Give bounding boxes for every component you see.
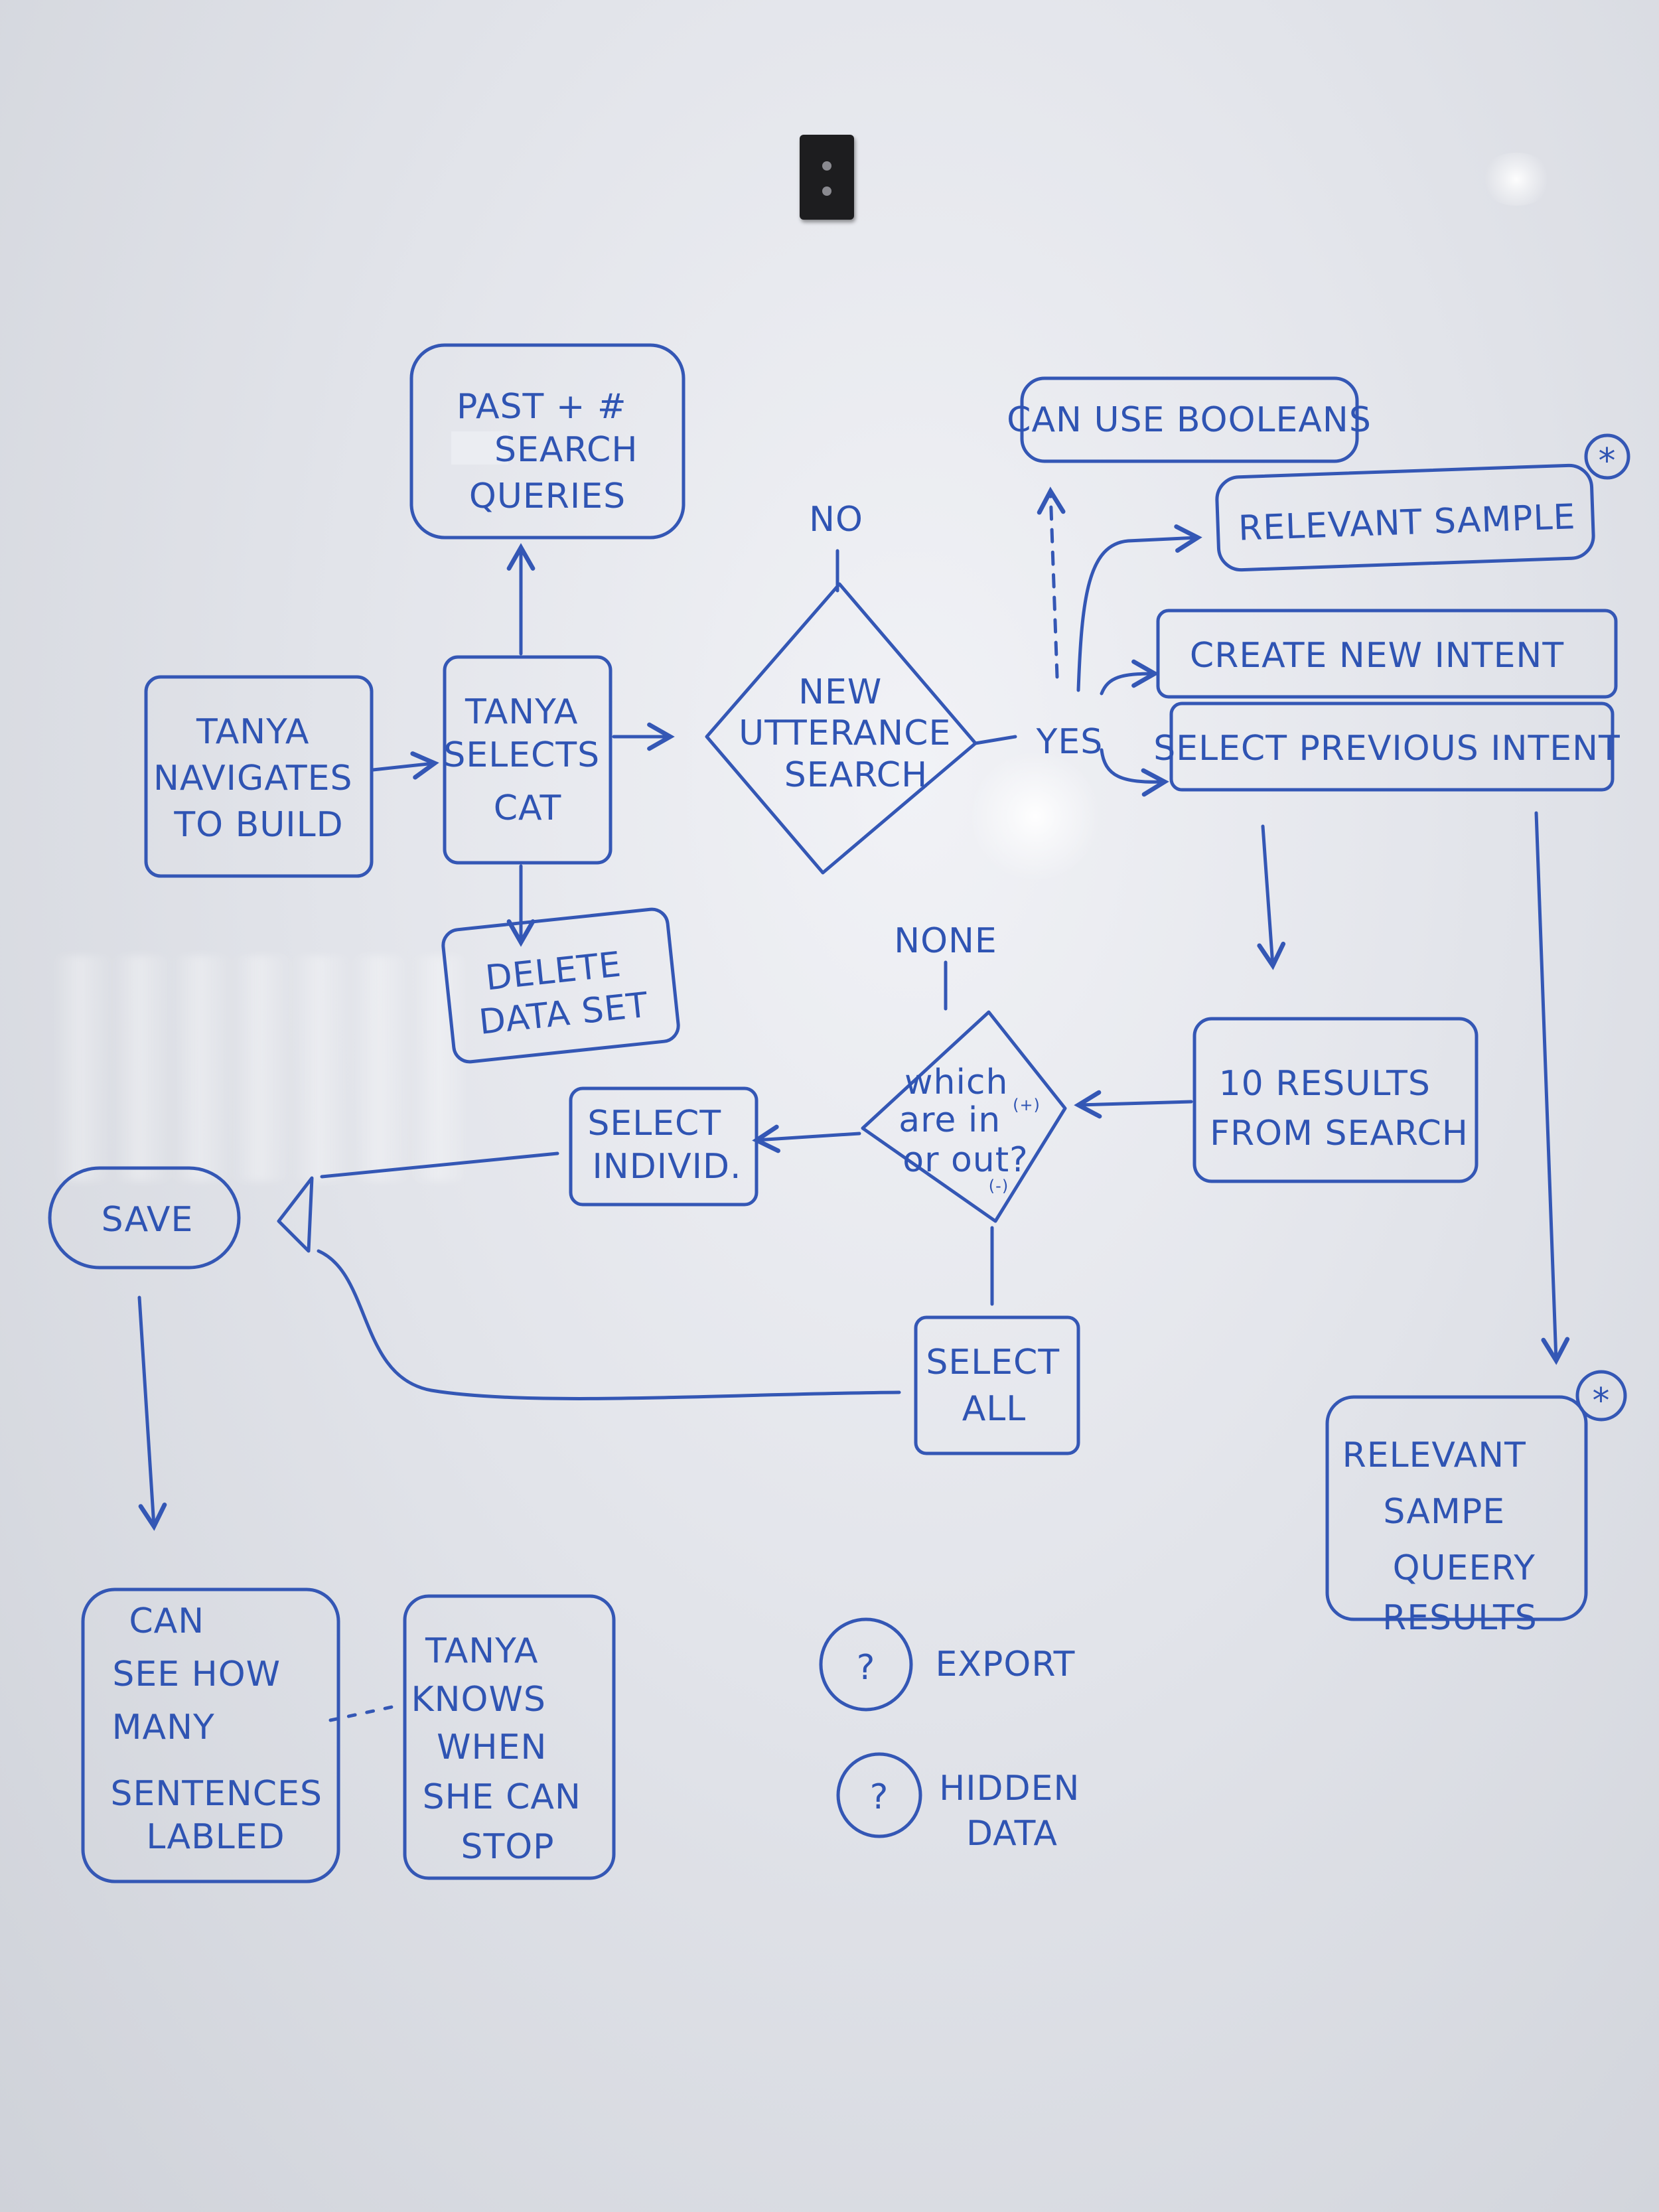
- arrow-yes-to-previous: [1100, 748, 1169, 797]
- light-glare: [969, 750, 1102, 883]
- arrow-save-to-can-see: [137, 1295, 167, 1531]
- past-search-label: PAST + # SEARCH QUERIES: [457, 387, 650, 516]
- select-individ-label: SELECT INDIVID.: [587, 1104, 741, 1187]
- relevant-query-label: RELEVANT SAMPE QUEERY RESULTS: [1342, 1436, 1548, 1638]
- export-question-mark: ?: [857, 1648, 876, 1688]
- arrow-which-to-individ: [752, 1124, 861, 1153]
- can-use-booleans-label: CAN USE BOOLEANS: [1007, 400, 1372, 440]
- select-all-box: [914, 1315, 1080, 1455]
- none-label: NONE: [894, 921, 997, 961]
- line-individ-to-save: [320, 1151, 559, 1179]
- arrow-navigates-to-cat: [371, 751, 439, 780]
- arrow-results-to-which: [1074, 1090, 1193, 1119]
- past-search-box: [409, 343, 685, 540]
- delete-data-box: [441, 907, 680, 1064]
- arrow-previous-to-results: [1257, 824, 1286, 970]
- select-all-label: SELECT ALL: [926, 1343, 1071, 1429]
- selects-cat-box: [443, 655, 613, 865]
- relevant-sample-label: RELEVANT SAMPLE: [1238, 497, 1576, 549]
- minus-label: (-): [989, 1177, 1009, 1195]
- can-see-box: [81, 1587, 340, 1883]
- save-pill: [48, 1166, 241, 1270]
- which-label: which are in or out?: [899, 1063, 1029, 1180]
- create-intent-label: CREATE NEW INTENT: [1190, 636, 1564, 676]
- create-intent-box: [1156, 609, 1618, 699]
- hidden-data-label: HIDDEN DATA: [939, 1769, 1092, 1854]
- eraser-smudge: [451, 431, 508, 465]
- hidden-question-mark: ?: [870, 1777, 889, 1817]
- export-label: EXPORT: [936, 1645, 1076, 1684]
- which-diamond: [861, 1010, 1067, 1223]
- new-utterance-label: NEW UTTERANCE SEARCH: [739, 672, 963, 795]
- dotted-can-see-to-knows: [328, 1704, 400, 1722]
- new-utterance-diamond: [705, 582, 977, 875]
- dashed-to-booleans: [1037, 486, 1066, 679]
- results-label: 10 RESULTS FROM SEARCH: [1210, 1064, 1469, 1153]
- hidden-question-circle: [836, 1752, 922, 1838]
- magnet: [800, 135, 854, 220]
- star-badge-bottom: [1575, 1370, 1627, 1422]
- no-label: NO: [809, 500, 863, 540]
- select-previous-label: SELECT PREVIOUS INTENT: [1153, 729, 1621, 769]
- plus-label: (+): [1013, 1096, 1041, 1114]
- delete-data-label: DELETE DATA SET: [472, 942, 650, 1043]
- merge-marker: [277, 1176, 314, 1253]
- can-see-label: CAN SEE HOW MANY SENTENCES LABLED: [111, 1601, 334, 1857]
- knows-when-label: TANYA KNOWS WHEN SHE CAN STOP: [411, 1631, 593, 1867]
- light-glare-small: [1480, 153, 1553, 206]
- yes-label: YES: [1036, 722, 1104, 762]
- arrow-previous-to-query: [1534, 811, 1570, 1365]
- relevant-query-box: [1325, 1395, 1588, 1621]
- select-previous-box: [1169, 701, 1615, 792]
- star-badge-top: [1584, 433, 1630, 480]
- navigates-box: [144, 675, 374, 878]
- export-question-circle: [819, 1617, 913, 1712]
- relevant-sample-box: [1215, 463, 1595, 572]
- save-label: SAVE: [102, 1200, 194, 1240]
- arrow-yes-to-create: [1100, 659, 1159, 696]
- star-top-label: *: [1599, 441, 1617, 481]
- results-box: [1192, 1017, 1479, 1183]
- window-reflection: [53, 956, 465, 1181]
- navigates-label: TANYA NAVIGATES TO BUILD: [153, 712, 364, 845]
- arrow-yes-to-sample: [1076, 524, 1202, 692]
- line-to-yes: [974, 735, 1017, 745]
- line-all-to-save: [317, 1249, 901, 1400]
- knows-when-box: [403, 1594, 616, 1880]
- star-bottom-label: *: [1593, 1381, 1611, 1421]
- selects-cat-label: TANYA SELECTS CAT: [443, 692, 611, 828]
- can-use-booleans-box: [1020, 376, 1359, 463]
